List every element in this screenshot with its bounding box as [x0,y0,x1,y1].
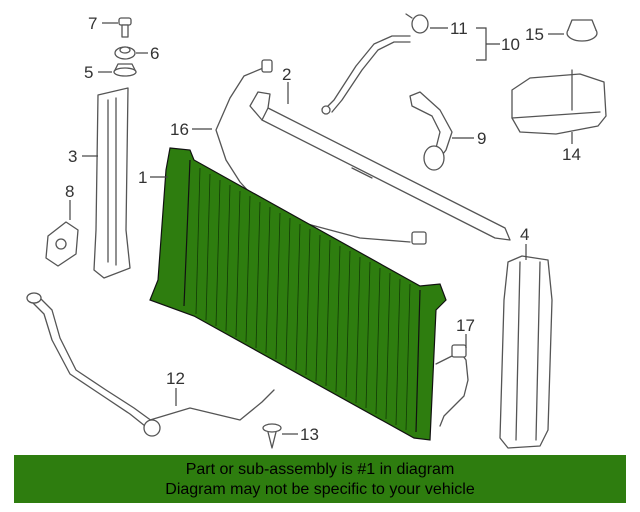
leader-10 [476,27,500,61]
callout-8: 8 [65,182,75,201]
part-14-expansion-tank [511,69,607,135]
disclaimer-banner: Part or sub-assembly is #1 in diagram Di… [14,455,626,503]
part-5-cap [113,63,137,77]
part-7-bolt [118,17,132,38]
callout-17: 17 [456,316,475,335]
part-13-clip [262,423,282,449]
part-15-cap [566,19,598,42]
callout-7: 7 [88,14,98,33]
part-1-radiator [149,147,447,441]
callout-14: 14 [562,145,581,164]
callout-4: 4 [520,225,530,244]
callout-2: 2 [282,65,292,84]
callout-16: 16 [170,120,189,139]
callout-13: 13 [300,425,319,444]
part-6-grommet [114,46,136,60]
part-3-air-guide [93,87,131,279]
part-9-hose [409,91,453,171]
part-2-upper-panel [249,91,511,241]
callout-1: 1 [138,168,148,187]
callout-3: 3 [68,147,78,166]
banner-line-1: Part or sub-assembly is #1 in diagram [185,461,455,478]
callout-6: 6 [150,44,160,63]
part-8-bracket [45,221,79,267]
callout-11: 11 [450,19,468,38]
callout-12: 12 [166,369,185,388]
part-12-lower-hose [26,292,275,437]
callout-9: 9 [477,129,487,148]
part-17-hose [435,344,469,427]
callout-10: 10 [501,35,520,54]
part-10-hose [321,35,411,115]
part-11-clamp [405,13,429,34]
banner-line-2: Diagram may not be specific to your vehi… [165,481,475,498]
callout-5: 5 [84,63,94,82]
part-4-side-air-guide [499,255,553,449]
callout-15: 15 [525,25,544,44]
part-16-hose [215,59,427,245]
parts-diagram [26,13,607,449]
